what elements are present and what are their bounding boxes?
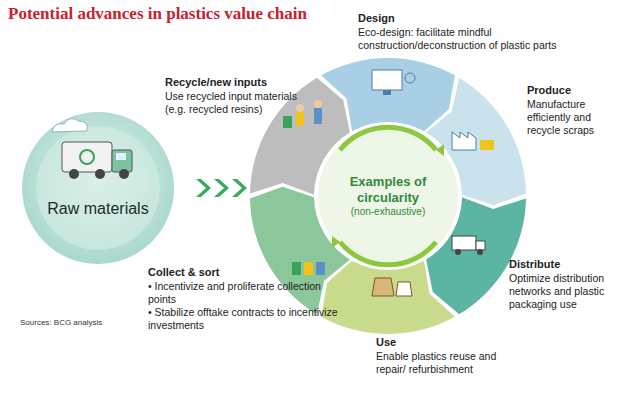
heading: Recycle/new inputs: [165, 76, 315, 89]
center-arrowhead: [436, 144, 444, 156]
cloud-icon: [52, 119, 87, 132]
chevron-arrows: [196, 179, 247, 197]
raw-circle: [22, 112, 174, 264]
heading: Raw materials: [47, 199, 148, 219]
title: Potential advances in plastics value cha…: [8, 4, 307, 24]
body-text: (non-exhaustive): [351, 206, 425, 218]
body-text: Manufacture efficiently and recycle scra…: [527, 98, 613, 136]
people-bins-icon: [283, 100, 322, 128]
bags-icon: [372, 278, 412, 296]
computer-icon: [372, 70, 415, 95]
center-circle: Examples of circularity(non-exhaustive): [318, 126, 458, 266]
center-arrowhead: [332, 236, 340, 248]
heading: Produce: [527, 84, 613, 97]
center-disc: [318, 126, 458, 266]
body-text: Eco-design: facilitate mindful construct…: [358, 26, 598, 52]
center-arc: [340, 127, 436, 150]
heading: Collect & sort: [148, 266, 338, 279]
stage-label: ProduceManufacture efficiently and recyc…: [527, 84, 613, 137]
heading: Design: [358, 12, 598, 25]
sorting-bins-icon: [292, 262, 325, 275]
stage-label: DesignEco-design: facilitate mindful con…: [358, 12, 598, 52]
body-text: Enable plastics reuse and repair/ refurb…: [376, 350, 526, 376]
stage-label: DistributeOptimize distribution networks…: [509, 258, 613, 311]
ring-segment: [321, 58, 455, 131]
heading: Distribute: [509, 258, 613, 271]
source-note: Sources: BCG analysis: [20, 318, 102, 327]
truck-small-icon: [452, 236, 485, 255]
body-text: Optimize distribution networks and plast…: [509, 272, 613, 310]
ring-segment: [321, 261, 455, 334]
factory-icon: [452, 132, 494, 150]
body-text: Use recycled input materials (e.g. recyc…: [165, 90, 315, 116]
truck-icon: [62, 142, 132, 179]
raw-materials-circle: Raw materials: [22, 112, 174, 264]
raw-inner: [36, 126, 160, 250]
body-text: • Stabilize offtake contracts to incenti…: [148, 306, 338, 332]
heading: Examples of circularity: [333, 174, 443, 206]
stage-label: Recycle/new inputsUse recycled input mat…: [165, 76, 315, 116]
center-arc: [340, 242, 436, 265]
heading: Use: [376, 336, 526, 349]
stage-label: Collect & sort• Incentivize and prolifer…: [148, 266, 338, 332]
stage-label: UseEnable plastics reuse and repair/ ref…: [376, 336, 526, 376]
body-text: • Incentivize and proliferate collection…: [148, 280, 338, 306]
